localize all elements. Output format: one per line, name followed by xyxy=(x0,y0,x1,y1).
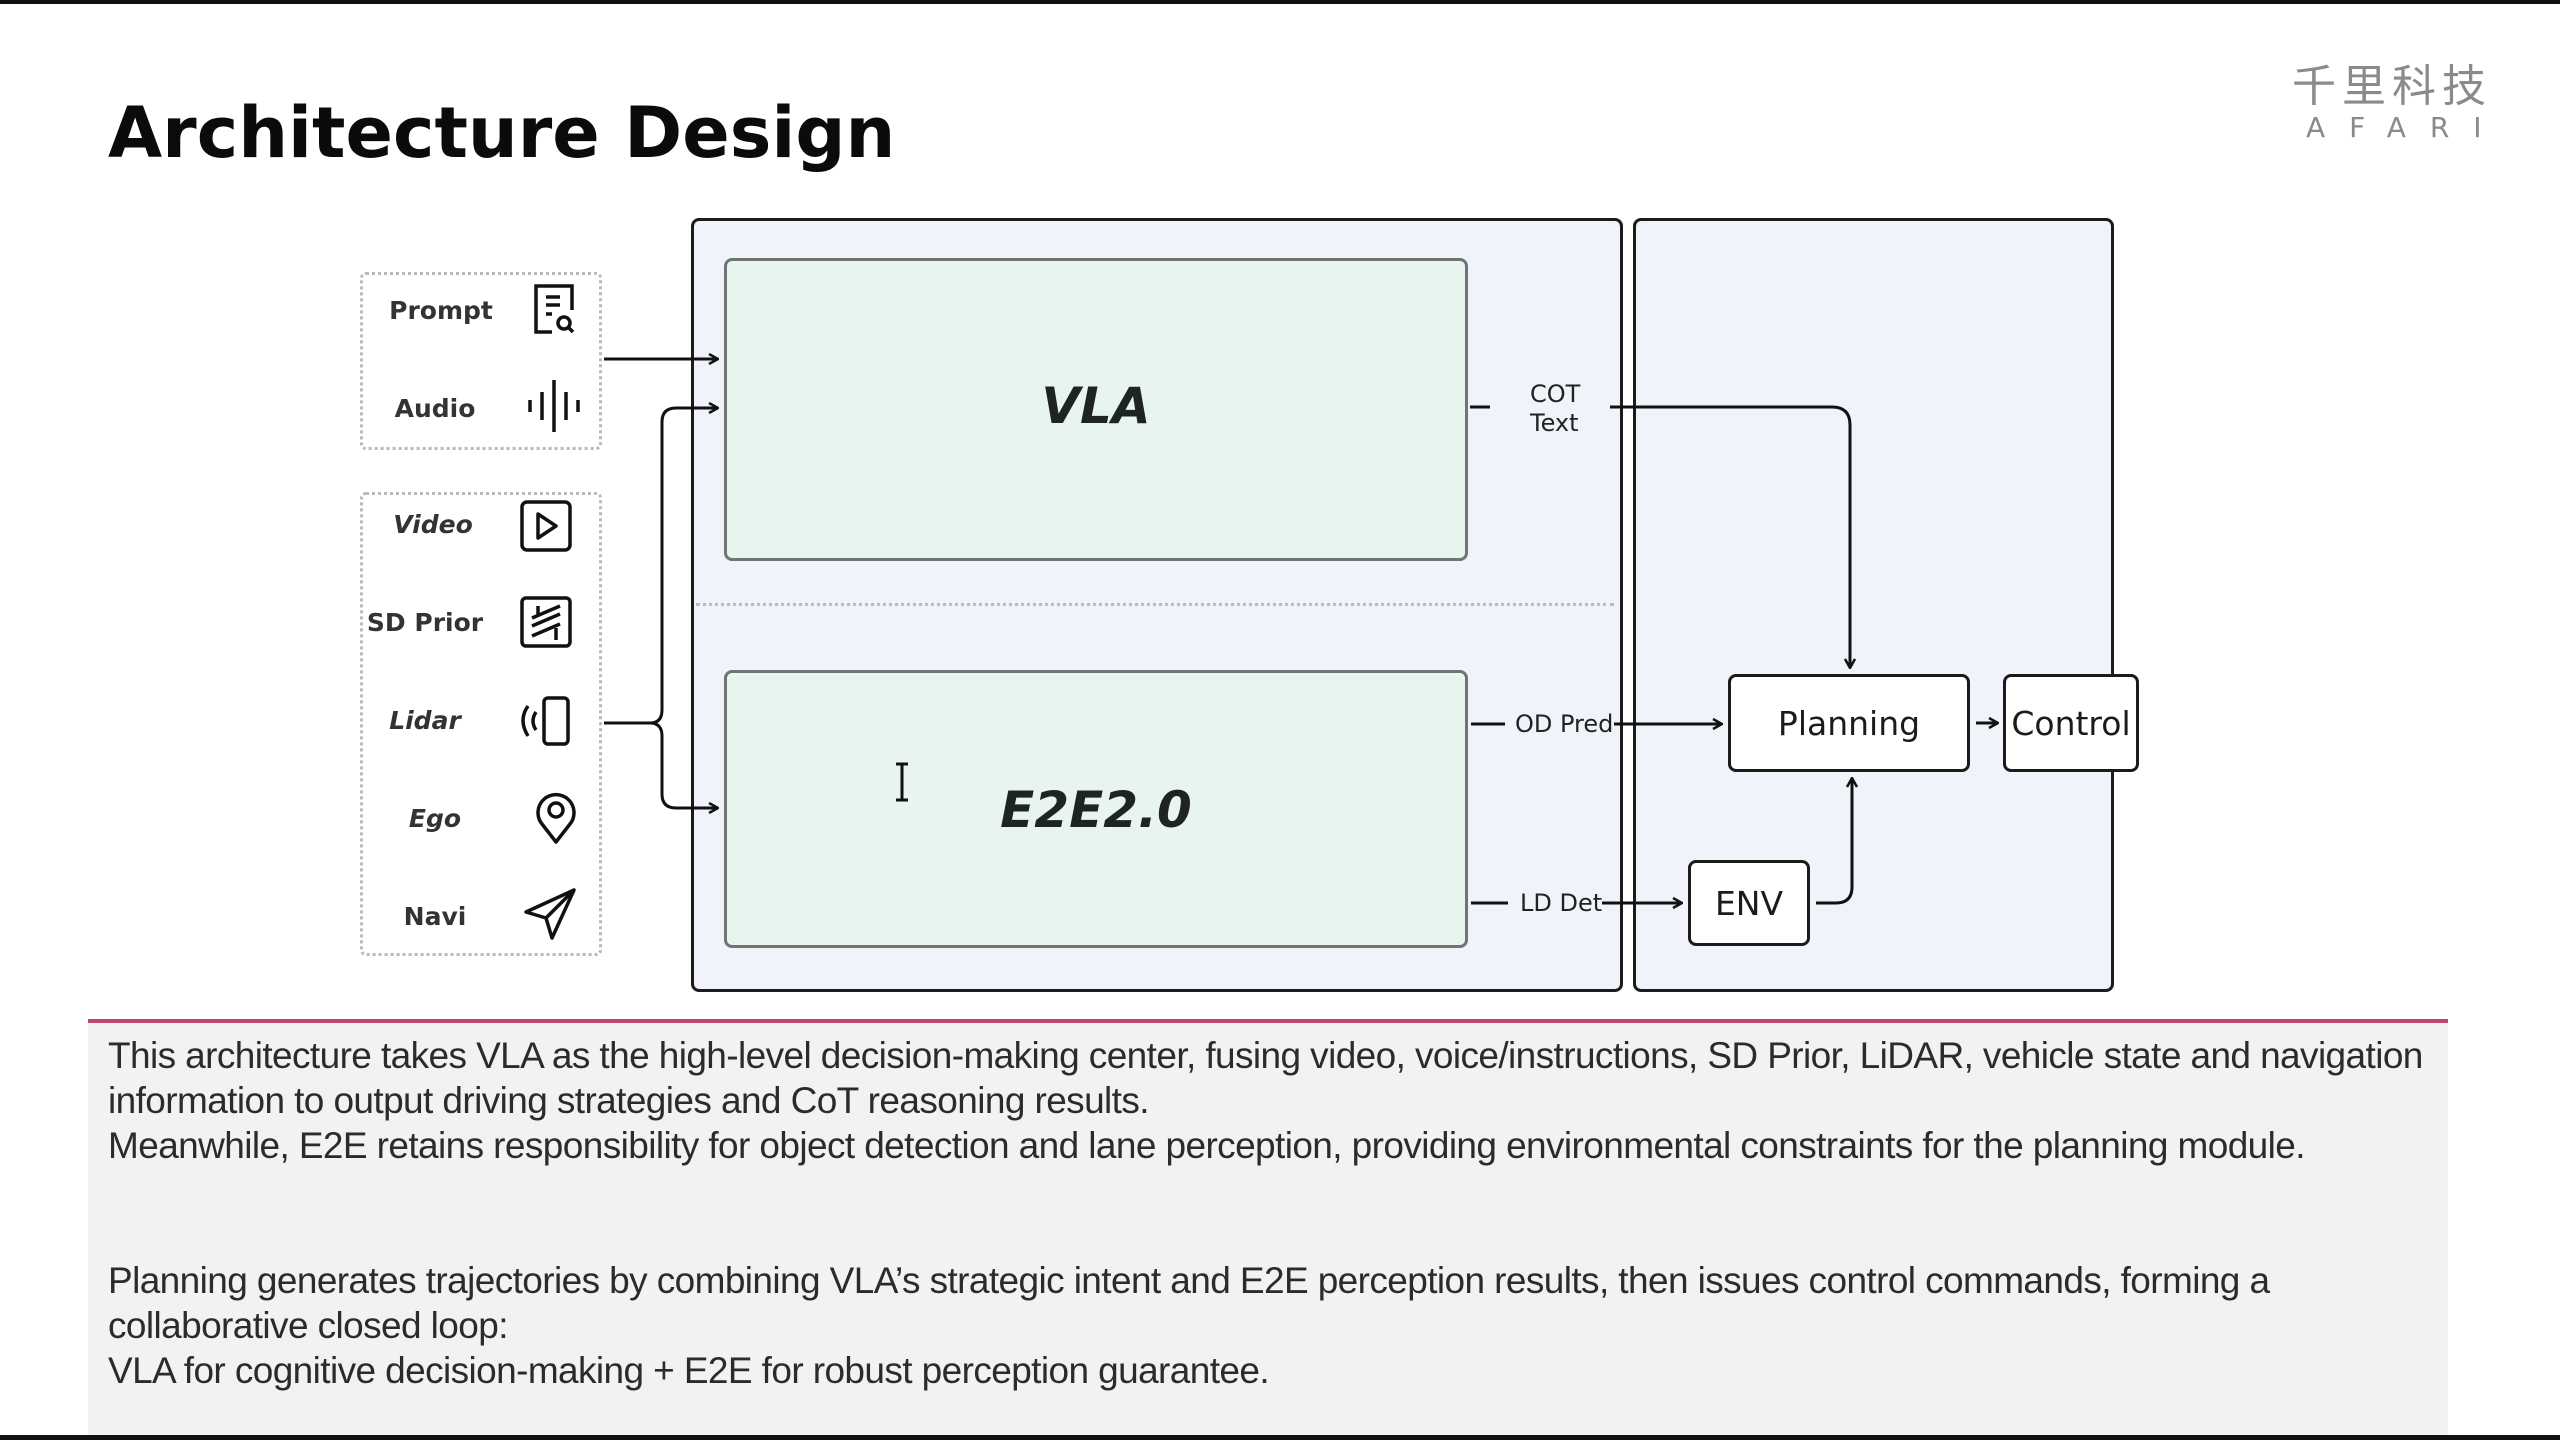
description-paragraph-2: Meanwhile, E2E retains responsibility fo… xyxy=(108,1125,2306,1166)
input-label-ego: Ego xyxy=(408,804,462,833)
document-search-icon xyxy=(534,284,575,334)
logo-chinese-text: 千里科技 xyxy=(2292,61,2492,112)
input-label-video: Video xyxy=(393,510,473,539)
logo-english-text: AFARI xyxy=(2306,111,2506,144)
map-icon xyxy=(520,596,572,648)
input-label-sd-prior: SD Prior xyxy=(366,608,484,637)
page-title: Architecture Design xyxy=(108,92,896,174)
description-paragraph-4: VLA for cognitive decision-making + E2E … xyxy=(108,1350,1270,1391)
input-label-prompt: Prompt xyxy=(389,296,493,325)
input-label-navi: Navi xyxy=(403,902,467,931)
cot-label-line2: Text xyxy=(1530,409,1579,437)
top-border xyxy=(0,0,2560,4)
control-node[interactable]: Control xyxy=(2003,674,2139,772)
input-group-sensors xyxy=(360,492,602,956)
ld-det-label: LD Det xyxy=(1520,889,1603,917)
bottom-border xyxy=(0,1435,2560,1440)
vla-module[interactable]: VLA xyxy=(724,258,1468,561)
description-panel: This architecture takes VLA as the high-… xyxy=(88,1019,2448,1439)
play-icon xyxy=(520,500,572,552)
input-group-language xyxy=(360,272,602,450)
vla-module-label: VLA xyxy=(1041,377,1151,435)
input-label-audio: Audio xyxy=(394,394,476,423)
cot-label-line1: COT xyxy=(1530,380,1581,408)
e2e-module[interactable]: E2E2.0 xyxy=(724,670,1468,948)
company-logo: 千里科技 AFARI xyxy=(2292,62,2492,144)
navigation-arrow-icon xyxy=(524,888,576,940)
input-label-lidar: Lidar xyxy=(389,706,461,735)
audio-waveform-icon xyxy=(528,380,580,432)
location-pin-icon xyxy=(536,793,576,844)
e2e-module-label: E2E2.0 xyxy=(1000,781,1192,839)
text-cursor-icon xyxy=(896,762,908,802)
planning-node[interactable]: Planning xyxy=(1728,674,1970,772)
lidar-signal-icon xyxy=(521,696,570,746)
env-node[interactable]: ENV xyxy=(1688,860,1810,946)
model-separator xyxy=(696,603,1614,606)
description-paragraph-3: Planning generates trajectories by combi… xyxy=(108,1260,2270,1346)
od-pred-label: OD Pred xyxy=(1515,710,1614,738)
description-paragraph-1: This architecture takes VLA as the high-… xyxy=(108,1035,2423,1121)
